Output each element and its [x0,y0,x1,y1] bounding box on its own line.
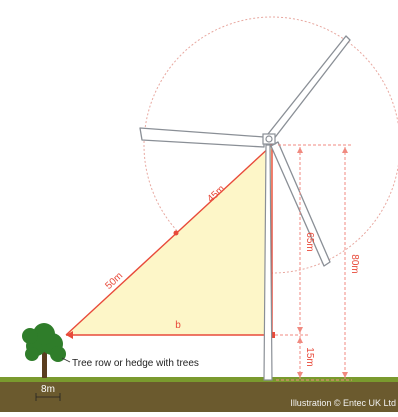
marker-left-arrow [66,331,73,339]
turbine-hub [265,135,273,143]
label-8m: 8m [41,384,55,395]
label-15m: 15m [304,347,315,366]
turbine-tower [263,144,273,381]
tree-icon [22,323,66,378]
tree-trunk [42,350,47,378]
ground-soil [0,380,398,412]
blade-up-right [267,35,351,141]
blade-left [139,127,265,148]
tree-pointer [61,357,71,363]
triangle-hypotenuse [65,144,273,336]
tree-caption: Tree row or hedge with trees [72,358,199,369]
tree-width-marker [35,393,61,401]
dimension-arrows [297,147,348,378]
label-b: b [175,320,181,331]
label-80m: 80m [349,254,360,273]
label-65m: 65m [304,232,315,251]
dimension-lines [275,144,352,381]
marker-mid [173,230,179,236]
ground-grass [0,377,398,382]
illustration-credit: Illustration © Entec UK Ltd [290,398,396,408]
